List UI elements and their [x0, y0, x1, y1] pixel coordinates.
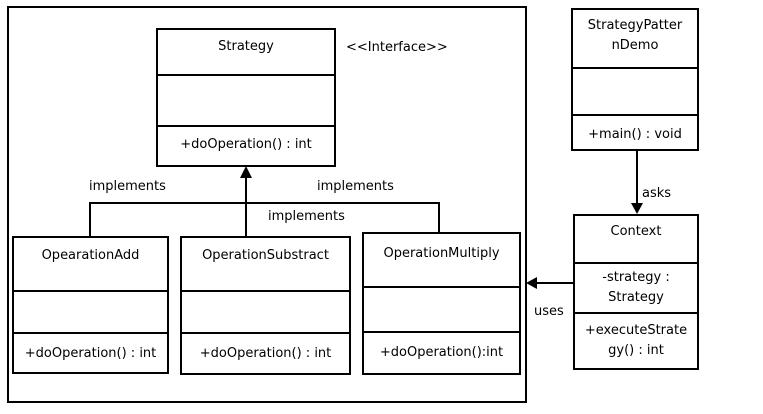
operation-multiply-methods-section: +doOperation():int: [364, 331, 519, 373]
operation-multiply-attributes-section: [364, 286, 519, 331]
implements-label-center: implements: [268, 209, 345, 224]
operation-add-attributes-section: [14, 290, 167, 332]
operation-add-box: OpearationAdd +doOperation() : int: [12, 236, 169, 374]
strategy-name: Strategy: [218, 39, 274, 54]
operation-subtract-box: OperationSubstract +doOperation() : int: [180, 236, 351, 375]
context-method-line1: +executeStrate: [584, 323, 688, 338]
context-method-line2: gy() : int: [608, 343, 664, 358]
uses-arrowhead: [526, 277, 537, 289]
implements-line-multiply: [246, 202, 440, 233]
demo-name-section: StrategyPatter nDemo: [573, 10, 697, 67]
operation-multiply-box: OperationMultiply +doOperation():int: [362, 232, 521, 375]
context-attribute-line1: -strategy :: [602, 270, 670, 285]
demo-method: +main() : void: [588, 127, 682, 142]
implements-label-left: implements: [89, 179, 166, 194]
context-attributes-section: -strategy : Strategy: [575, 262, 697, 312]
operation-multiply-method: +doOperation():int: [379, 345, 504, 360]
context-methods-section: +executeStrate gy() : int: [575, 312, 697, 368]
context-name-section: Context: [575, 216, 697, 262]
strategy-method: +doOperation() : int: [180, 137, 312, 152]
strategy-package-frame: [7, 6, 527, 403]
uses-label: uses: [534, 304, 564, 319]
asks-label: asks: [642, 186, 672, 201]
context-box: Context -strategy : Strategy +executeStr…: [573, 214, 699, 370]
strategy-name-section: Strategy: [158, 30, 334, 74]
operation-add-name-section: OpearationAdd: [14, 238, 167, 290]
strategy-stereotype: <<Interface>>: [346, 40, 448, 55]
operation-subtract-methods-section: +doOperation() : int: [182, 332, 349, 373]
demo-name-line2: nDemo: [611, 38, 659, 53]
strategy-methods-section: +doOperation() : int: [158, 125, 334, 165]
operation-subtract-method: +doOperation() : int: [199, 346, 332, 361]
operation-subtract-name: OperationSubstract: [202, 248, 329, 263]
demo-name-line1: StrategyPatter: [587, 18, 683, 33]
operation-subtract-name-section: OperationSubstract: [182, 238, 349, 290]
context-attribute-line2: Strategy: [608, 290, 664, 305]
operation-add-name: OpearationAdd: [41, 248, 140, 263]
operation-multiply-name-section: OperationMultiply: [364, 234, 519, 286]
strategy-interface-box: Strategy +doOperation() : int: [156, 28, 336, 167]
asks-arrowhead: [631, 203, 643, 214]
strategy-pattern-demo-box: StrategyPatter nDemo +main() : void: [571, 8, 699, 151]
strategy-attributes-section: [158, 74, 334, 125]
context-name: Context: [610, 224, 662, 239]
operation-subtract-attributes-section: [182, 290, 349, 332]
operation-add-method: +doOperation() : int: [24, 346, 157, 361]
implements-line-add: [89, 202, 246, 237]
operation-multiply-name: OperationMultiply: [383, 246, 500, 261]
demo-methods-section: +main() : void: [573, 114, 697, 149]
operation-add-methods-section: +doOperation() : int: [14, 332, 167, 372]
implements-label-right: implements: [317, 179, 394, 194]
implements-arrowhead: [240, 166, 252, 178]
demo-attributes-section: [573, 67, 697, 114]
